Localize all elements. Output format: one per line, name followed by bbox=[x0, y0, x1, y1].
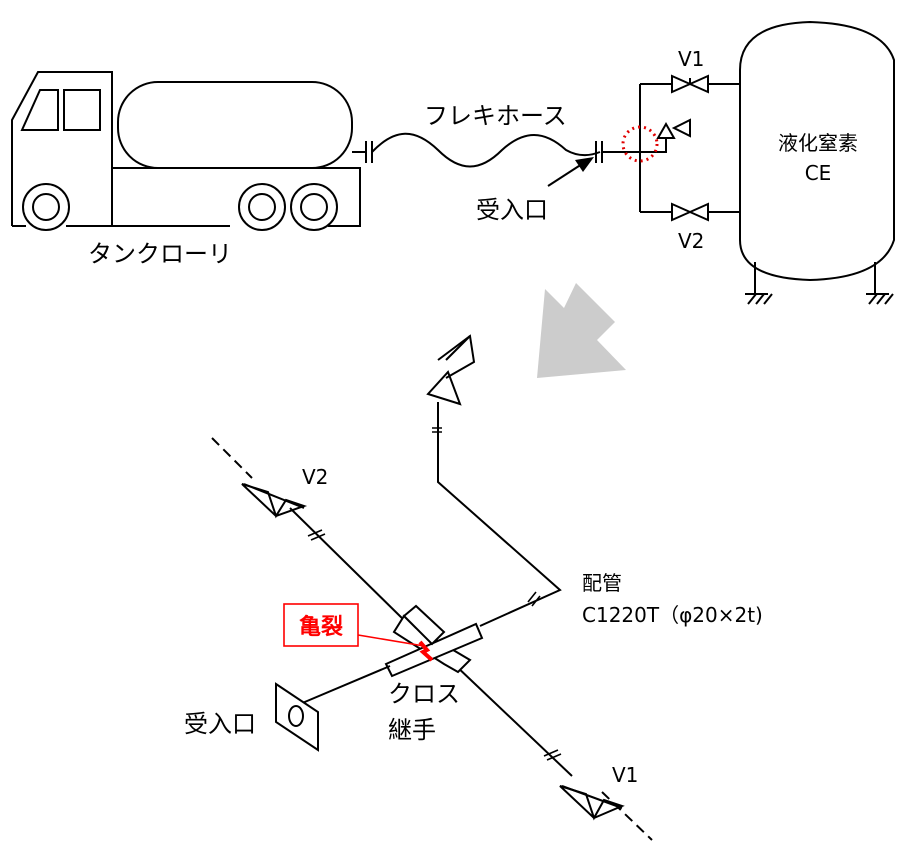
v1-label-iso: V1 bbox=[612, 763, 638, 787]
inlet-pointer-arrow bbox=[547, 157, 594, 187]
branch-pipe bbox=[437, 402, 562, 627]
cross-label-line2: 継手 bbox=[388, 716, 436, 744]
v2-label-iso: V2 bbox=[302, 465, 328, 489]
ce-label-line2: CE bbox=[805, 161, 832, 185]
v2-label-top: V2 bbox=[678, 229, 704, 253]
dashed-extensions bbox=[211, 437, 653, 841]
valve-v2-iso bbox=[241, 483, 308, 519]
highlight-circle bbox=[621, 125, 659, 163]
relief-valve-top bbox=[656, 118, 691, 139]
tank-lorry-label: タンクローリ bbox=[88, 240, 232, 268]
inlet-pipe-iso bbox=[299, 665, 391, 705]
weld-marks bbox=[307, 427, 562, 761]
v1-label-top: V1 bbox=[678, 47, 704, 71]
inlet-label-top: 受入口 bbox=[476, 196, 548, 224]
crack-label: 亀裂 bbox=[299, 614, 343, 640]
tank-lorry bbox=[11, 71, 373, 231]
valve-manifold bbox=[639, 83, 740, 213]
inlet-flange-iso bbox=[275, 682, 319, 752]
flexible-hose bbox=[371, 132, 601, 168]
crack-leader bbox=[357, 634, 425, 647]
cross-fitting bbox=[384, 604, 484, 678]
relief-valve-iso bbox=[426, 334, 476, 406]
crack-label-box bbox=[283, 603, 359, 647]
ce-label-line1: 液化窒素 bbox=[778, 131, 858, 155]
inlet-label-iso: 受入口 bbox=[184, 710, 256, 738]
inlet-flange-top bbox=[595, 141, 640, 163]
valve-v2-top bbox=[671, 202, 709, 222]
flexible-hose-label: フレキホース bbox=[424, 102, 567, 130]
valve-v1-iso bbox=[559, 785, 625, 821]
cross-label-line1: クロス bbox=[388, 680, 460, 708]
pipe-label-line2: C1220T（φ20×2t) bbox=[582, 603, 763, 627]
zoom-arrow bbox=[537, 283, 626, 378]
pipe-label-line1: 配管 bbox=[582, 571, 622, 595]
valve-v1-top bbox=[671, 74, 709, 94]
ce-vessel bbox=[739, 20, 895, 305]
